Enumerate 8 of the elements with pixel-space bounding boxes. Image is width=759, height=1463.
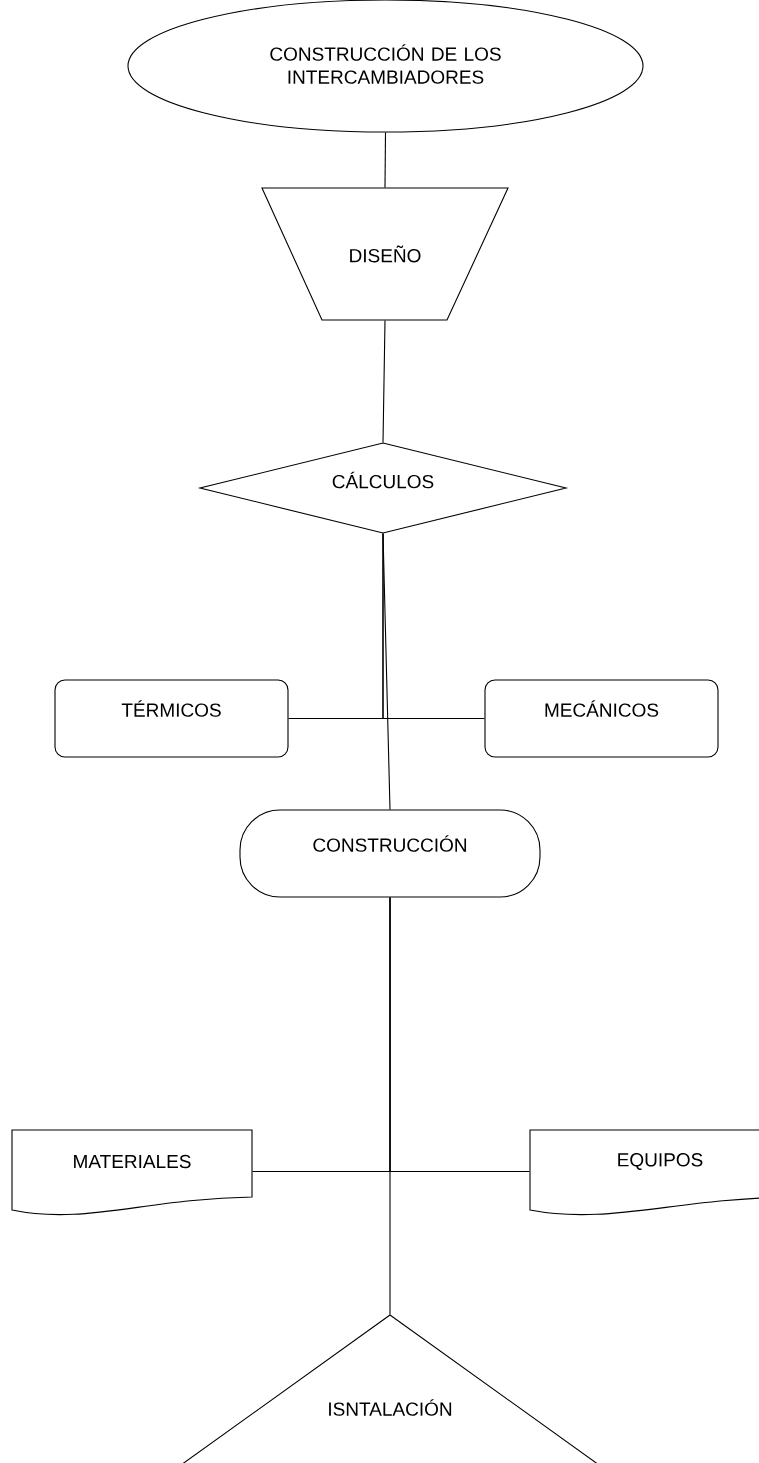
- process-box: TÉRMICOS: [54, 679, 289, 758]
- connector-line: [384, 132, 387, 188]
- terminal-box: CONSTRUCCIÓN: [239, 809, 541, 898]
- connector-line: [382, 320, 386, 443]
- connector-line: [389, 897, 391, 1315]
- manual-operation-trapezoid: DISEÑO: [261, 187, 509, 321]
- connector-line: [382, 533, 391, 810]
- process-box: MECÁNICOS: [484, 679, 719, 758]
